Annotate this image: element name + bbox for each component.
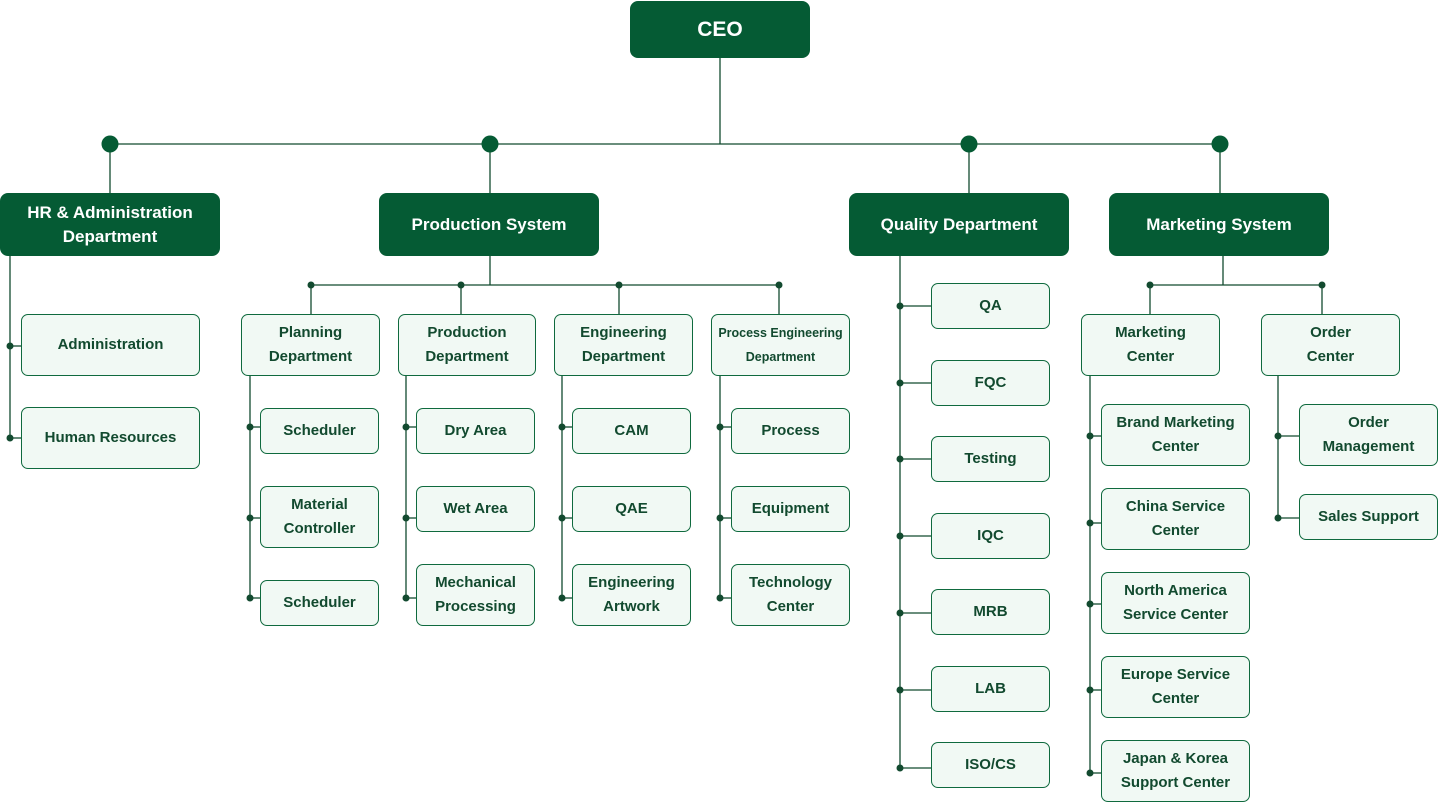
china-service-center-node: China Service Center bbox=[1101, 488, 1250, 550]
marketing-center-node: Marketing Center bbox=[1081, 314, 1220, 376]
technology-center-node: Technology Center bbox=[731, 564, 850, 626]
process-engineering-department-node: Process Engineering Department bbox=[711, 314, 850, 376]
mechanical-processing-node: Mechanical Processing bbox=[416, 564, 535, 626]
planning-department-node: Planning Department bbox=[241, 314, 380, 376]
scheduler-node: Scheduler bbox=[260, 408, 379, 454]
ceo-node: CEO bbox=[630, 1, 810, 58]
human-resources-node: Human Resources bbox=[21, 407, 200, 469]
process-node: Process bbox=[731, 408, 850, 454]
wet-area-node: Wet Area bbox=[416, 486, 535, 532]
sales-support-node: Sales Support bbox=[1299, 494, 1438, 540]
quality-department-node: Quality Department bbox=[849, 193, 1069, 256]
north-america-service-center-node: North America Service Center bbox=[1101, 572, 1250, 634]
engineering-department-node: Engineering Department bbox=[554, 314, 693, 376]
administration-node: Administration bbox=[21, 314, 200, 376]
brand-marketing-center-node: Brand Marketing Center bbox=[1101, 404, 1250, 466]
qa-node: QA bbox=[931, 283, 1050, 329]
order-center-node: Order Center bbox=[1261, 314, 1400, 376]
material-controller-node: Material Controller bbox=[260, 486, 379, 548]
europe-service-center-node: Europe Service Center bbox=[1101, 656, 1250, 718]
scheduler-node: Scheduler bbox=[260, 580, 379, 626]
hr-admin-department-node: HR & Administration Department bbox=[0, 193, 220, 256]
order-management-node: Order Management bbox=[1299, 404, 1438, 466]
testing-node: Testing bbox=[931, 436, 1050, 482]
equipment-node: Equipment bbox=[731, 486, 850, 532]
production-system-node: Production System bbox=[379, 193, 599, 256]
production-department-node: Production Department bbox=[398, 314, 536, 376]
lab-node: LAB bbox=[931, 666, 1050, 712]
iqc-node: IQC bbox=[931, 513, 1050, 559]
cam-node: CAM bbox=[572, 408, 691, 454]
iso-cs-node: ISO/CS bbox=[931, 742, 1050, 788]
qae-node: QAE bbox=[572, 486, 691, 532]
japan-korea-support-center-node: Japan & Korea Support Center bbox=[1101, 740, 1250, 802]
engineering-artwork-node: Engineering Artwork bbox=[572, 564, 691, 626]
marketing-system-node: Marketing System bbox=[1109, 193, 1329, 256]
dry-area-node: Dry Area bbox=[416, 408, 535, 454]
mrb-node: MRB bbox=[931, 589, 1050, 635]
fqc-node: FQC bbox=[931, 360, 1050, 406]
